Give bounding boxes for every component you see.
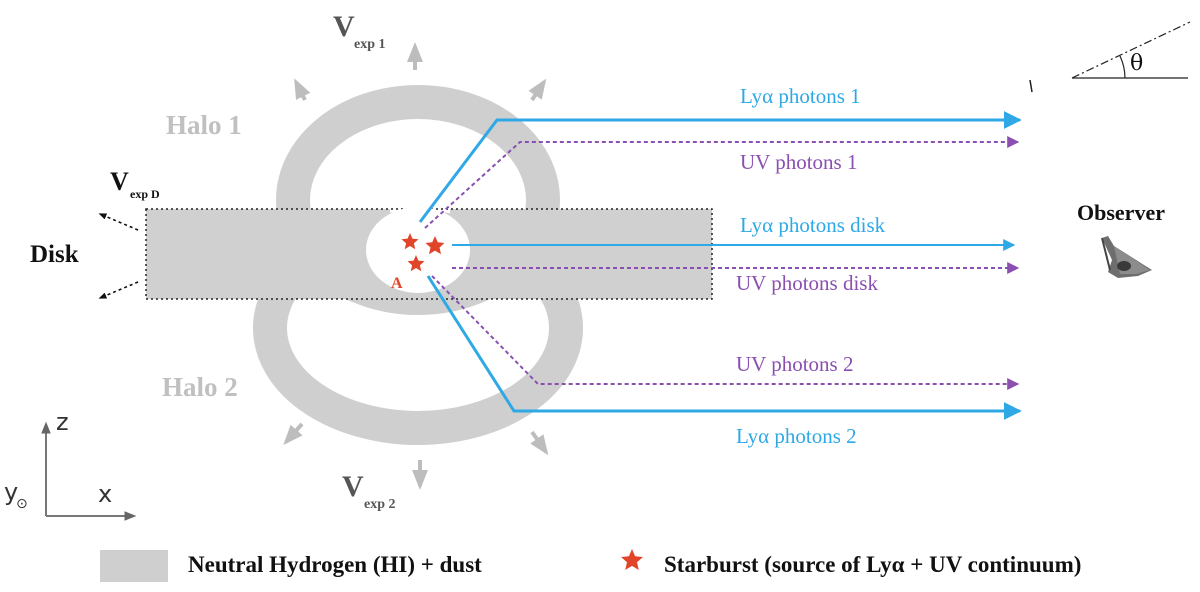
coordinate-axes (41, 421, 137, 521)
source-point-label: A (391, 275, 403, 292)
starburst-star-icon (407, 255, 425, 272)
velocity-arrow (294, 78, 311, 101)
disk-arrow-down (98, 281, 139, 299)
lya-photons-2-path (426, 275, 1022, 420)
z-axis-label: z (56, 408, 69, 436)
outflow-velocity-arrows (283, 42, 549, 490)
velocity-arrow (530, 430, 549, 456)
v-exp-2-label: V exp 2 (342, 470, 396, 512)
uv-photons-disk-label: UV photons disk (736, 271, 878, 295)
lya-photons-disk-label: Lyα photons disk (740, 213, 886, 237)
theta-label: θ (1130, 51, 1143, 76)
svg-text:V: V (342, 470, 364, 503)
uv-photons-2-label: UV photons 2 (736, 352, 853, 376)
starburst-star-icon (425, 236, 445, 255)
svg-text:exp 2: exp 2 (364, 497, 396, 512)
uv-photons-1-path (424, 136, 1020, 229)
photon-paths (418, 111, 1022, 420)
halo-upper-ring (276, 85, 560, 315)
legend-star-icon (621, 549, 643, 570)
legend: Neutral Hydrogen (HI) + dust Starburst (… (100, 549, 1081, 582)
svg-text:V: V (110, 167, 129, 196)
halo-1-label: Halo 1 (166, 110, 242, 140)
svg-text:exp D: exp D (130, 187, 160, 201)
velocity-arrow (528, 78, 547, 102)
svg-text:exp 1: exp 1 (354, 37, 386, 52)
y-axis-label: y (4, 478, 18, 506)
uv-photons-2-path (431, 275, 1020, 390)
hi-disk (145, 208, 713, 300)
lya-photons-2-label: Lyα photons 2 (736, 424, 857, 448)
v-exp-d-label: V exp D (110, 167, 160, 201)
halo-2-label: Halo 2 (162, 372, 238, 402)
disk-label: Disk (30, 241, 79, 268)
disk-arrow-up (98, 213, 139, 231)
lya-photons-1-label: Lyα photons 1 (740, 84, 861, 108)
velocity-arrow (283, 422, 304, 445)
eye-icon (1101, 236, 1152, 278)
starburst-cluster (401, 233, 445, 272)
disk-velocity-arrows (98, 213, 139, 299)
central-cavity (366, 207, 470, 293)
observer-label: Observer (1077, 200, 1165, 225)
svg-text:V: V (333, 10, 355, 43)
legend-hi-label: Neutral Hydrogen (HI) + dust (188, 552, 482, 577)
observer-tick (1029, 79, 1033, 93)
legend-starburst-label: Starburst (source of Lyα + UV continuum) (664, 552, 1081, 577)
angle-theta-indicator (1071, 21, 1191, 79)
uv-photons-1-label: UV photons 1 (740, 150, 857, 174)
v-exp-1-label: V exp 1 (333, 10, 386, 52)
lya-photons-1-path (418, 111, 1022, 223)
legend-hi-swatch (100, 550, 168, 582)
x-axis-label: x (98, 480, 112, 508)
y-out-of-page-symbol: ⊙ (16, 496, 28, 512)
starburst-star-icon (401, 233, 419, 250)
